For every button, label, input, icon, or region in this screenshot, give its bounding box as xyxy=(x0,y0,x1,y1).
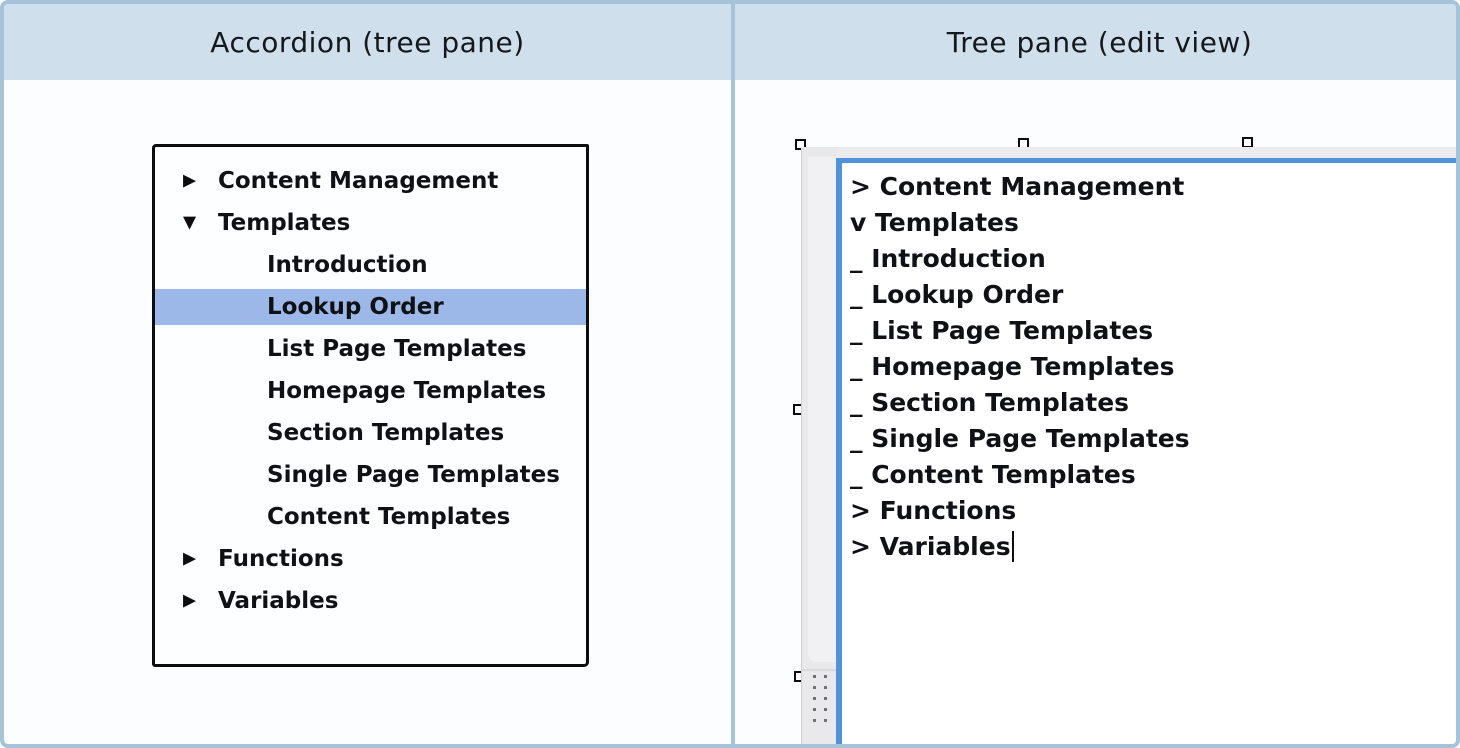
tree-item-homepage-templates[interactable]: Homepage Templates xyxy=(155,370,586,412)
right-triangle-icon[interactable] xyxy=(183,551,196,568)
editor-line[interactable]: _ Introduction xyxy=(850,243,1046,273)
drag-dots-icon[interactable] xyxy=(813,675,827,722)
down-triangle-icon[interactable] xyxy=(183,215,196,232)
editor-line[interactable]: _ Homepage Templates xyxy=(850,351,1175,381)
left-pane-title: Accordion (tree pane) xyxy=(210,25,525,59)
tree-item-functions[interactable]: Functions xyxy=(155,538,586,580)
editor-line[interactable]: v Templates xyxy=(850,207,1019,237)
tree-item-content-templates[interactable]: Content Templates xyxy=(155,496,586,538)
right-pane-title: Tree pane (edit view) xyxy=(946,25,1253,59)
tree-item-introduction[interactable]: Introduction xyxy=(155,244,586,286)
dimmed-widget-border-line xyxy=(802,669,837,671)
text-cursor xyxy=(1011,530,1014,562)
left-pane-header: Accordion (tree pane) xyxy=(4,4,731,80)
dimmed-widget-body xyxy=(808,157,837,662)
dimmed-widget-left-edge xyxy=(801,147,837,744)
tree-text-editor[interactable]: > Content Management v Templates _ Intro… xyxy=(836,158,1456,744)
tree-item-templates[interactable]: Templates xyxy=(155,202,586,244)
tree-item-label: Single Page Templates xyxy=(267,462,560,488)
tree-item-single-page-templates[interactable]: Single Page Templates xyxy=(155,454,586,496)
tree-item-label: Templates xyxy=(218,210,351,236)
tree-item-label: Content Management xyxy=(218,168,499,194)
tree-item-label: Lookup Order xyxy=(267,294,444,320)
pane-divider xyxy=(731,4,735,744)
tree-item-variables[interactable]: Variables xyxy=(155,580,586,622)
editor-line[interactable]: _ Section Templates xyxy=(850,387,1130,417)
tree-item-label: Variables xyxy=(218,588,339,614)
dimmed-widget-top-edge xyxy=(801,147,1456,158)
tree-item-content-management[interactable]: Content Management xyxy=(155,160,586,202)
tree-item-list-page-templates[interactable]: List Page Templates xyxy=(155,328,586,370)
editor-line[interactable]: > Functions xyxy=(850,495,1017,525)
selection-handle-top-left[interactable] xyxy=(795,139,806,150)
right-triangle-icon[interactable] xyxy=(183,173,196,190)
editor-line[interactable]: > Content Management xyxy=(850,171,1185,201)
right-triangle-icon[interactable] xyxy=(183,593,196,610)
tree-item-label: Content Templates xyxy=(267,504,511,530)
tree-item-section-templates[interactable]: Section Templates xyxy=(155,412,586,454)
tree-item-lookup-order-selected[interactable]: Lookup Order xyxy=(155,286,586,328)
editor-line[interactable]: _ List Page Templates xyxy=(850,315,1154,345)
editor-line[interactable]: _ Single Page Templates xyxy=(850,423,1190,453)
right-pane-header: Tree pane (edit view) xyxy=(735,4,1456,80)
editor-line[interactable]: _ Lookup Order xyxy=(850,279,1064,309)
editor-line[interactable]: _ Content Templates xyxy=(850,459,1136,489)
accordion-tree-widget: Content Management Templates Introductio… xyxy=(152,144,589,667)
editor-line[interactable]: > Variables xyxy=(850,528,1456,564)
tree-item-label: Section Templates xyxy=(267,420,505,446)
tree-item-label: Functions xyxy=(218,546,344,572)
tree-item-label: Homepage Templates xyxy=(267,378,547,404)
tree-item-label: List Page Templates xyxy=(267,336,527,362)
tree-item-label: Introduction xyxy=(267,252,428,278)
